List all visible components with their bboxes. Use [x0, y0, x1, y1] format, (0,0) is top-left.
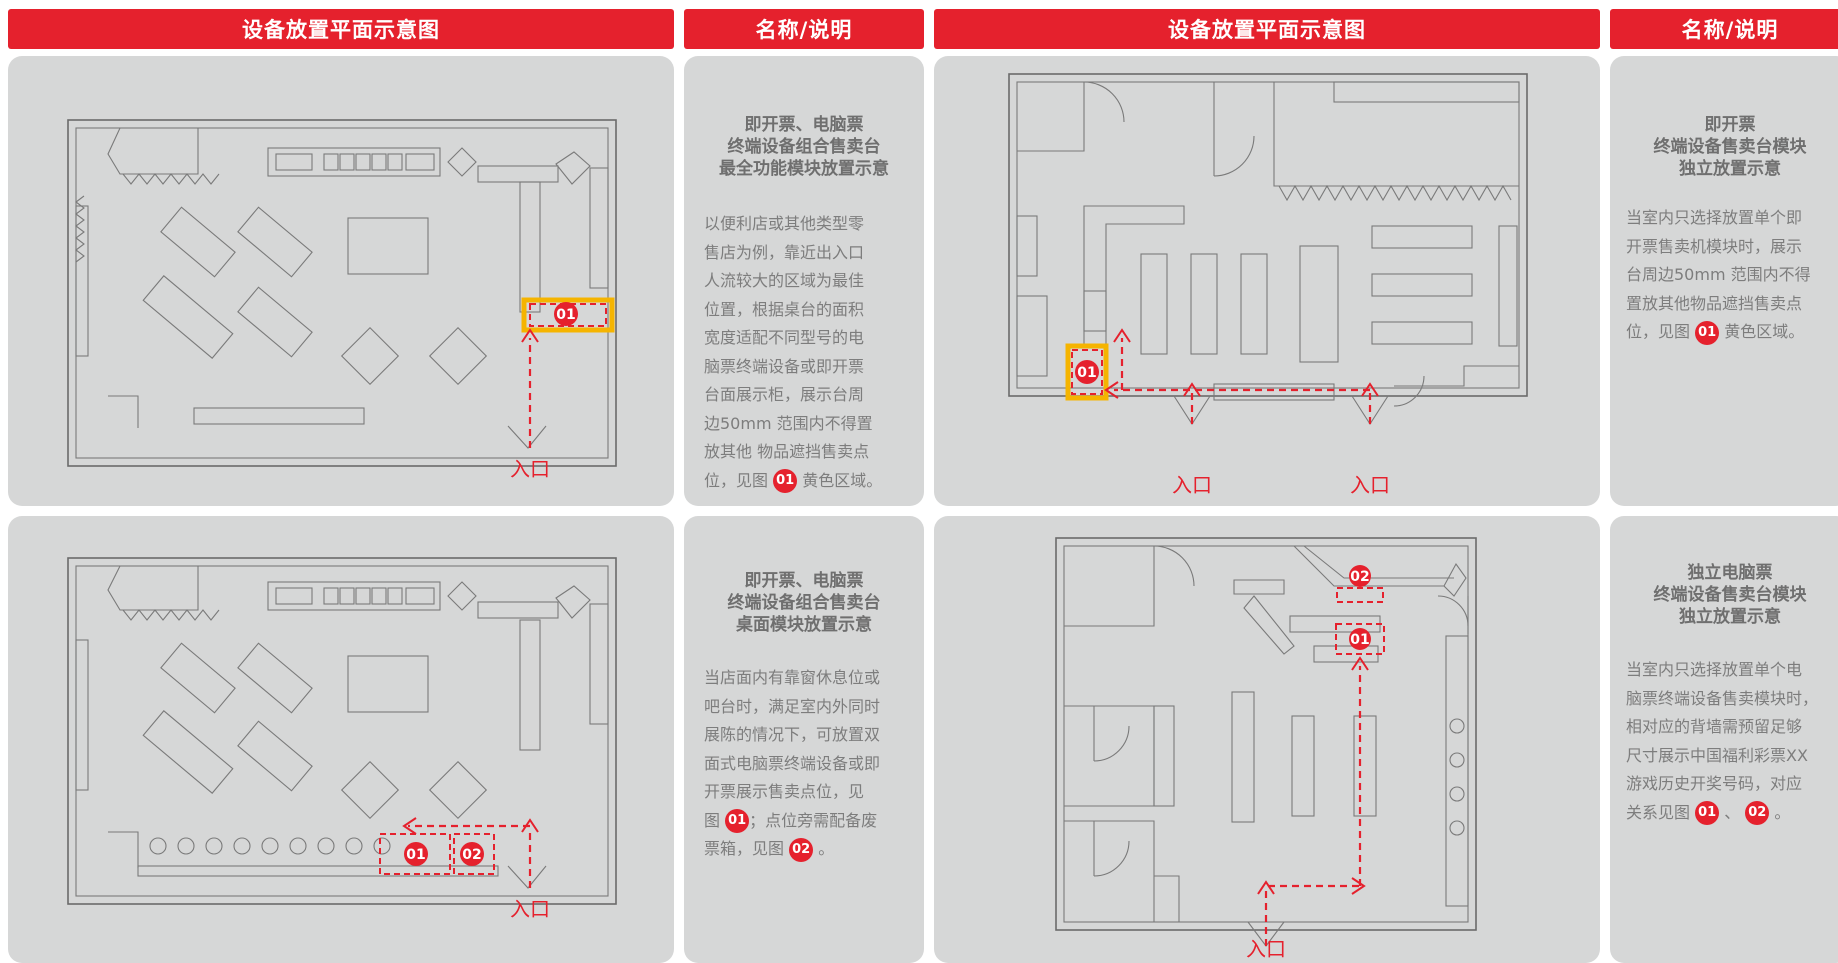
description-top-left: 即开票、电脑票 终端设备组合售卖台 最全功能模块放置示意 以便利店或其他类型零 …	[684, 56, 924, 506]
badge-01-text: 01	[1077, 365, 1096, 381]
badge-02-text: 02	[1350, 569, 1369, 585]
highlight-zone-01	[1065, 343, 1109, 401]
header-layout-left: 设备放置平面示意图	[8, 9, 674, 49]
building-walls	[1055, 537, 1477, 931]
shelving	[75, 565, 609, 877]
floorplan-bottom-right: 02 01 入口	[934, 516, 1600, 963]
entrance-doors	[108, 395, 547, 449]
badge-01-text: 01	[406, 847, 425, 863]
dashed-zone-02	[453, 833, 495, 875]
badge-02-circle	[1349, 565, 1371, 587]
entrance-doors	[108, 831, 547, 889]
dashed-zone-01	[1071, 349, 1103, 395]
description-body: 当室内只选择放置单个电 脑票终端设备售卖模块时， 相对应的背墙需预留足够 尺寸展…	[1626, 656, 1818, 827]
floorplan-bottom-left-drawing: 01 02 入口	[67, 557, 617, 921]
description-title: 即开票 终端设备售卖台模块 独立放置示意	[1653, 115, 1807, 179]
entrance-label: 入口	[510, 897, 550, 921]
badge-01-circle	[1075, 360, 1099, 384]
badge-01-circle	[554, 302, 578, 326]
description-body: 以便利店或其他类型零 售店为例，靠近出入口 人流较大的区域为最佳 位置，根据桌台…	[704, 210, 882, 495]
description-top-right: 即开票 终端设备售卖台模块 独立放置示意 当室内只选择放置单个即 开票售卖机模块…	[1610, 56, 1838, 506]
floorplan-bottom-right-drawing: 02 01 入口	[1055, 537, 1477, 961]
shelving	[1016, 184, 1519, 407]
highlight-zone-01	[521, 297, 615, 333]
entrance-label: 入口	[1172, 473, 1212, 497]
badge-01-circle	[404, 842, 428, 866]
badge-01: 01	[1695, 320, 1720, 345]
badge-01-text: 01	[1350, 632, 1369, 648]
description-body: 当室内只选择放置单个即 开票售卖机模块时，展示 台周边50mm 范围内不得 置放…	[1626, 204, 1811, 347]
badge-01: 01	[1695, 801, 1720, 825]
description-title: 独立电脑票 终端设备售卖台模块 独立放置示意	[1653, 563, 1807, 627]
badge-01-circle	[1349, 628, 1371, 650]
badge-02-text: 02	[462, 847, 481, 863]
badge-02-circle	[460, 842, 484, 866]
entrance-label: 入口	[510, 457, 550, 481]
description-title: 即开票、电脑票 终端设备组合售卖台 最全功能模块放置示意	[719, 115, 889, 179]
description-title: 即开票、电脑票 终端设备组合售卖台 桌面模块放置示意	[727, 571, 881, 635]
floorplan-top-left: 01 入口	[8, 56, 674, 506]
floorplan-top-right: 01 入口 入口	[934, 56, 1600, 506]
floorplan-top-left-drawing: 01 入口	[67, 119, 617, 481]
dashed-zone-01	[529, 303, 607, 327]
header-name-right: 名称/说明	[1610, 9, 1838, 49]
bar-stools	[149, 837, 391, 855]
shelving	[1153, 545, 1469, 907]
description-body: 当店面内有靠窗休息位或 吧台时，满足室内外同时 展陈的情况下，可放置双 面式电脑…	[704, 664, 880, 864]
entrance-label: 入口	[1246, 937, 1286, 961]
badge-01: 01	[725, 809, 750, 833]
dashed-zone-01	[1335, 623, 1385, 655]
badge-02: 02	[789, 837, 814, 862]
sofa-seating	[142, 206, 488, 386]
description-bottom-left: 即开票、电脑票 终端设备组合售卖台 桌面模块放置示意 当店面内有靠窗休息位或 吧…	[684, 516, 924, 963]
header-layout-right: 设备放置平面示意图	[934, 9, 1600, 49]
shelving	[75, 127, 609, 425]
dashed-zone-02	[1336, 587, 1384, 603]
floorplan-bottom-left: 01 02 入口	[8, 516, 674, 963]
badge-01: 01	[773, 469, 798, 493]
description-bottom-right: 独立电脑票 终端设备售卖台模块 独立放置示意 当室内只选择放置单个电 脑票终端设…	[1610, 516, 1838, 963]
sofa-seating	[142, 642, 488, 820]
entrance-label: 入口	[1350, 473, 1390, 497]
building-walls	[67, 119, 617, 467]
header-name-left: 名称/说明	[684, 9, 924, 49]
badge-02: 02	[1745, 801, 1770, 825]
badge-01-text: 01	[556, 307, 575, 323]
floorplan-top-right-drawing: 01 入口 入口	[1008, 73, 1528, 497]
